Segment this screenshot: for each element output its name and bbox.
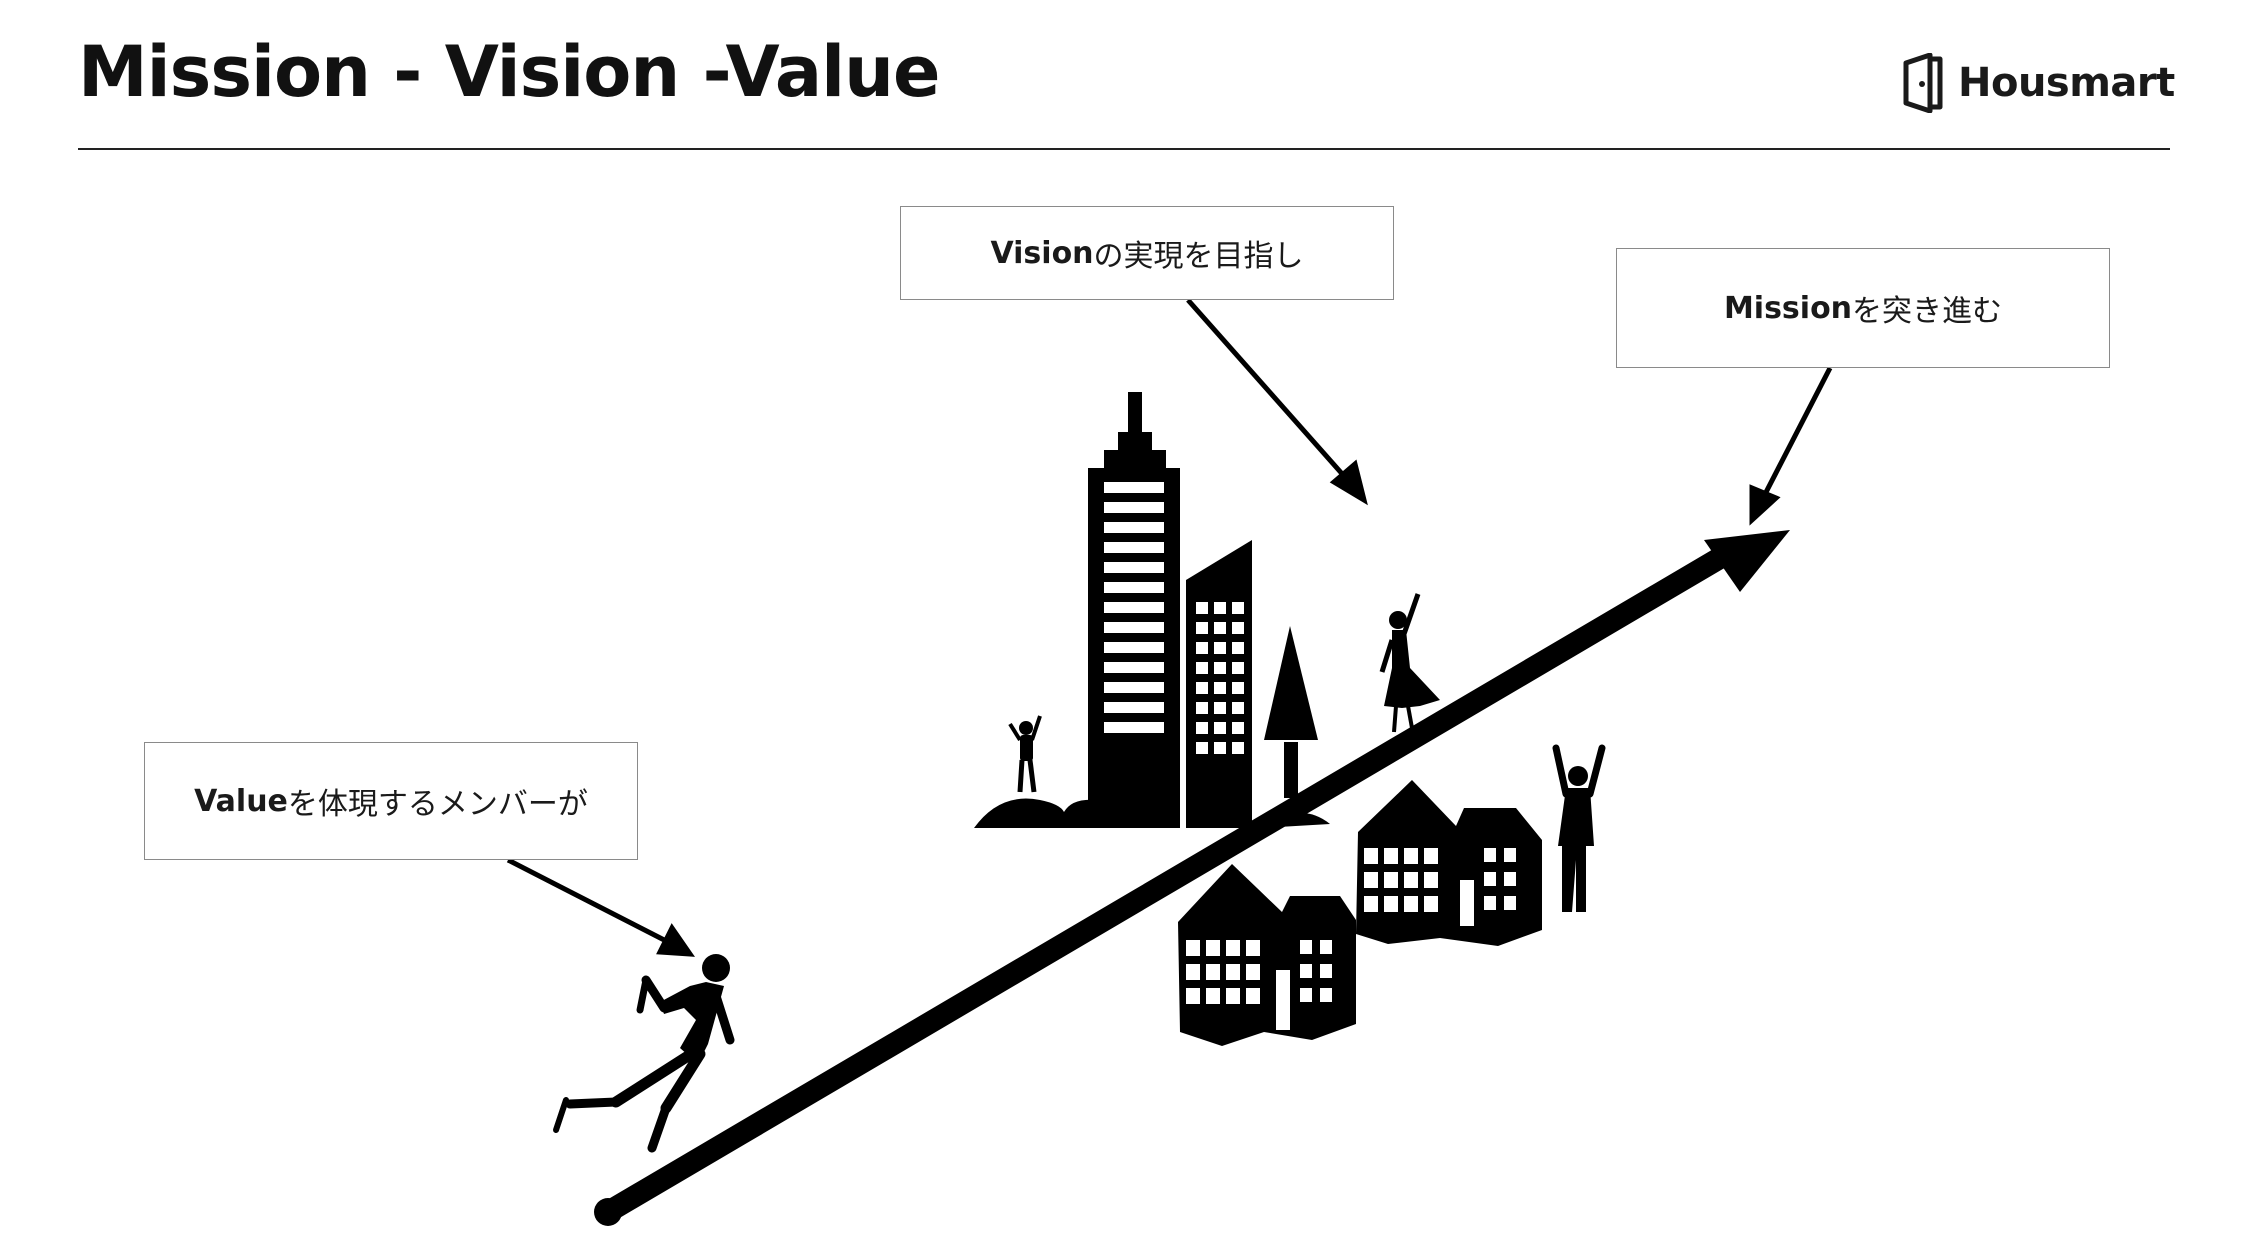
vision-pointer-head <box>1329 459 1368 506</box>
vision-pointer <box>1186 298 1354 487</box>
cheering-man-icon <box>1552 744 1606 912</box>
value-pointer-head <box>656 923 696 957</box>
value-pointer <box>506 857 674 947</box>
house-icon <box>1178 864 1356 1046</box>
vision-keyword: Vision <box>990 235 1094 271</box>
rising-arrow <box>594 530 1790 1226</box>
house-icon <box>1356 780 1542 946</box>
pointer-arrows <box>506 298 1833 957</box>
runner-icon <box>553 954 735 1153</box>
mission-keyword: Mission <box>1723 290 1853 326</box>
skyscraper-icon <box>1088 392 1180 828</box>
mission-pointer <box>1759 366 1833 502</box>
housmart-logo: Housmart <box>1900 50 2175 116</box>
mission-text: を突き進む <box>1852 294 2003 329</box>
header-divider <box>78 148 2170 150</box>
mission-pointer-head <box>1749 484 1781 526</box>
vision-text: の実現を目指し <box>1093 239 1304 274</box>
value-keyword: Value <box>194 783 288 819</box>
tree-icon <box>1264 626 1318 798</box>
logo-text: Housmart <box>1958 60 2175 106</box>
cheering-person-icon <box>1008 715 1042 793</box>
office-building-icon <box>1186 540 1252 828</box>
value-text: を体現するメンバーが <box>287 787 588 822</box>
door-icon <box>1903 53 1943 113</box>
page-title: Mission - Vision -Value <box>78 31 940 113</box>
dancing-woman-icon <box>1379 593 1440 733</box>
